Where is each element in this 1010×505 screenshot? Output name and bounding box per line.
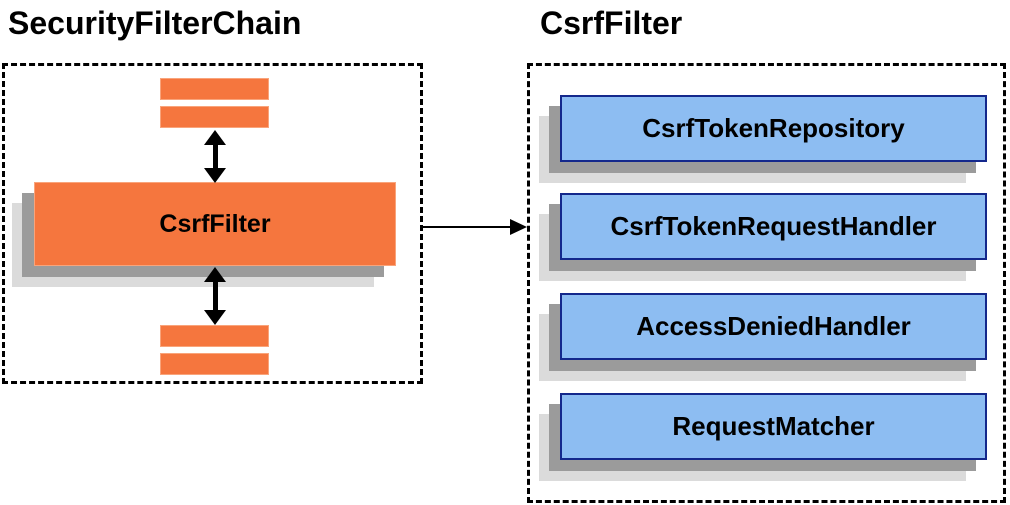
- csrf-filter-title: CsrfFilter: [540, 5, 683, 41]
- component-box-access-denied-handler: AccessDeniedHandler: [560, 293, 987, 360]
- component-box-csrf-token-repository: CsrfTokenRepository: [560, 95, 987, 162]
- arrow-shaft: [423, 226, 512, 228]
- csrf-filter-container: [527, 63, 1006, 503]
- csrf-filter-box: CsrfFilter: [34, 182, 396, 266]
- arrow-shaft: [212, 145, 218, 168]
- csrf-filter-box-label: CsrfFilter: [159, 209, 271, 238]
- arrow-head-up-icon: [204, 267, 226, 282]
- filter-chain-bar: [160, 106, 269, 128]
- component-label: AccessDeniedHandler: [636, 311, 911, 341]
- security-filter-chain-container: [2, 63, 423, 384]
- component-label: CsrfTokenRequestHandler: [610, 211, 937, 241]
- filter-chain-bar: [160, 353, 269, 375]
- right-arrow-icon: [423, 219, 527, 235]
- component-label: CsrfTokenRepository: [642, 113, 905, 143]
- bidirectional-arrow-icon: [204, 267, 226, 325]
- filter-chain-bar: [160, 78, 269, 100]
- filter-chain-bar: [160, 325, 269, 347]
- component-label: RequestMatcher: [672, 411, 875, 441]
- component-box-csrf-token-request-handler: CsrfTokenRequestHandler: [560, 193, 987, 260]
- arrow-shaft: [212, 282, 218, 310]
- arrow-head-up-icon: [204, 130, 226, 145]
- arrow-head-down-icon: [204, 310, 226, 325]
- arrow-head-down-icon: [204, 168, 226, 183]
- component-box-request-matcher: RequestMatcher: [560, 393, 987, 460]
- bidirectional-arrow-icon: [204, 130, 226, 183]
- arrow-head-right-icon: [510, 219, 527, 235]
- security-filter-chain-title: SecurityFilterChain: [8, 5, 302, 41]
